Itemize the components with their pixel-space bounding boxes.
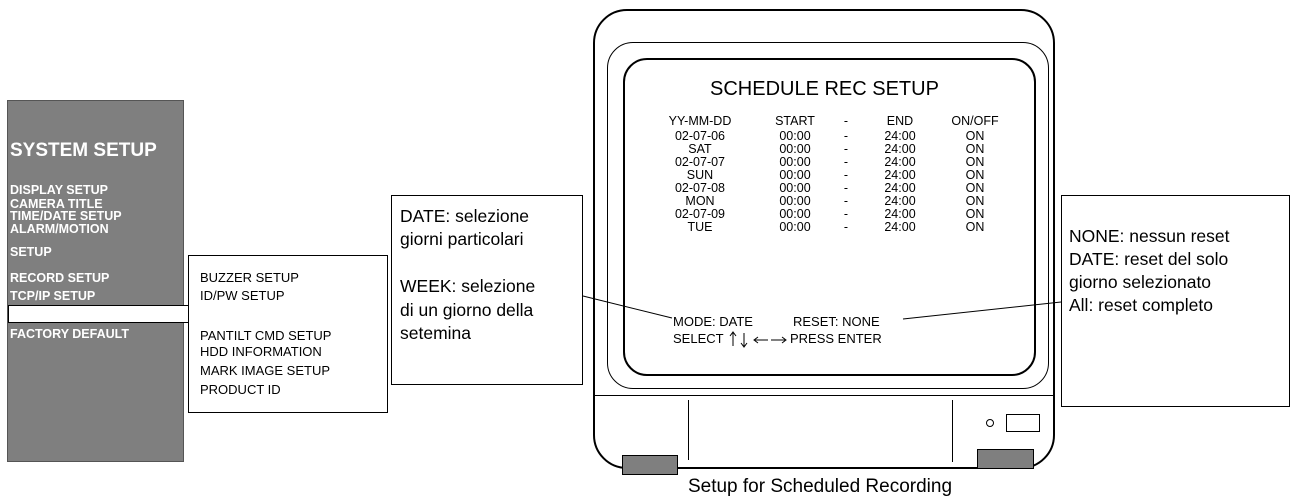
row-onoff[interactable]: ON (965, 194, 985, 208)
press-enter-hint: PRESS ENTER (790, 331, 882, 346)
row-end-time: 24:00 (884, 181, 916, 195)
callout-mode-line: DATE: selezione (400, 206, 530, 226)
monitor-panel-divider (688, 400, 689, 460)
screen-title: SCHEDULE REC SETUP (710, 78, 939, 100)
row-dash: - (843, 207, 849, 221)
monitor-foot-right (977, 449, 1034, 469)
left-arrow-icon (753, 336, 768, 344)
callout-reset-line: giorno selezionato (1069, 272, 1212, 292)
select-hint: SELECT (673, 331, 724, 346)
row-start-time: 00:00 (779, 181, 811, 195)
reset-setting[interactable]: RESET: NONE (793, 314, 880, 329)
row-date: 02-07-06 (674, 129, 726, 143)
submenu-item-product-id[interactable]: PRODUCT ID (200, 382, 281, 397)
row-onoff[interactable]: ON (965, 142, 985, 156)
menu-item-display-setup[interactable]: DISPLAY SETUP (10, 183, 108, 197)
row-dash: - (843, 129, 849, 143)
row-onoff[interactable]: ON (965, 181, 985, 195)
row-dash: - (843, 220, 849, 234)
callout-mode-line: setemina (400, 323, 472, 343)
menu-item-record-setup[interactable]: RECORD SETUP (10, 271, 110, 285)
power-button[interactable] (1006, 414, 1040, 432)
submenu-item-idpw-setup[interactable]: ID/PW SETUP (200, 288, 285, 303)
row-end-time: 24:00 (884, 168, 916, 182)
header-date: YY-MM-DD (668, 114, 732, 128)
menu-item-alarm-motion-setup[interactable]: SETUP (10, 245, 52, 259)
row-onoff[interactable]: ON (965, 155, 985, 169)
row-dash: - (843, 181, 849, 195)
menu-item-tcpip-setup[interactable]: TCP/IP SETUP (10, 289, 96, 303)
row-onoff[interactable]: ON (965, 207, 985, 221)
row-start-time: 00:00 (779, 207, 811, 221)
submenu-item-mark-image-setup[interactable]: MARK IMAGE SETUP (200, 363, 331, 378)
callout-mode-box (391, 195, 583, 385)
row-end-time: 24:00 (884, 155, 916, 169)
submenu-item-hdd-information[interactable]: HDD INFORMATION (200, 344, 322, 359)
row-date: TUE (687, 220, 713, 234)
system-setup-panel (7, 100, 184, 462)
callout-mode-line: di un giorno della (400, 300, 534, 320)
row-date: MON (685, 194, 715, 208)
menu-item-time-date-setup[interactable]: TIME/DATE SETUP (10, 209, 122, 223)
row-start-time: 00:00 (779, 220, 811, 234)
submenu-box (188, 255, 388, 413)
monitor-screen (623, 58, 1036, 376)
reset-leader-line (902, 301, 1062, 320)
row-dash: - (843, 168, 849, 182)
monitor-base-line (595, 395, 1053, 396)
row-dash: - (843, 142, 849, 156)
menu-item-camera-title[interactable]: CAMERA TITLE (10, 197, 103, 211)
row-start-time: 00:00 (779, 155, 811, 169)
row-date: 02-07-09 (674, 207, 726, 221)
header-start: START (775, 114, 815, 128)
system-setup-title: SYSTEM SETUP (10, 140, 157, 161)
figure-caption: Setup for Scheduled Recording (687, 476, 953, 497)
menu-item-factory-default[interactable]: FACTORY DEFAULT (10, 327, 129, 341)
header-onoff: ON/OFF (951, 114, 999, 128)
mode-setting[interactable]: MODE: DATE (673, 314, 753, 329)
row-onoff[interactable]: ON (965, 168, 985, 182)
callout-reset-line: NONE: nessun reset (1069, 226, 1230, 246)
callout-mode-line: giorni particolari (400, 229, 524, 249)
monitor-outline (593, 9, 1055, 469)
header-dash: - (843, 114, 849, 128)
right-arrow-icon (771, 336, 787, 344)
submenu-item-buzzer-setup[interactable]: BUZZER SETUP (200, 270, 299, 285)
row-start-time: 00:00 (779, 168, 811, 182)
monitor-bezel (607, 42, 1049, 389)
callout-reset-line: All: reset completo (1069, 295, 1213, 315)
mode-leader-line (582, 295, 673, 319)
submenu-item-pantilt-cmd-setup[interactable]: PANTILT CMD SETUP (200, 328, 332, 343)
row-date: 02-07-08 (674, 181, 726, 195)
row-start-time: 00:00 (779, 194, 811, 208)
monitor-front-panel (688, 400, 953, 462)
row-start-time: 00:00 (779, 142, 811, 156)
callout-mode-line: WEEK: selezione (400, 276, 536, 296)
row-dash: - (843, 155, 849, 169)
down-arrow-icon (740, 333, 748, 348)
row-onoff[interactable]: ON (965, 220, 985, 234)
row-date: SAT (688, 142, 712, 156)
row-dash: - (843, 194, 849, 208)
row-end-time: 24:00 (884, 142, 916, 156)
row-date: 02-07-07 (674, 155, 726, 169)
header-end: END (886, 114, 914, 128)
row-end-time: 24:00 (884, 129, 916, 143)
monitor-foot-left (622, 455, 678, 475)
menu-item-alarm-motion[interactable]: ALARM/MOTION (10, 222, 109, 236)
up-arrow-icon (729, 331, 737, 346)
power-led-icon (986, 419, 994, 427)
callout-reset-line: DATE: reset del solo (1069, 249, 1229, 269)
row-start-time: 00:00 (779, 129, 811, 143)
callout-reset-box (1061, 195, 1290, 407)
row-end-time: 24:00 (884, 220, 916, 234)
row-end-time: 24:00 (884, 194, 916, 208)
row-date: SUN (686, 168, 714, 182)
row-onoff[interactable]: ON (965, 129, 985, 143)
row-end-time: 24:00 (884, 207, 916, 221)
